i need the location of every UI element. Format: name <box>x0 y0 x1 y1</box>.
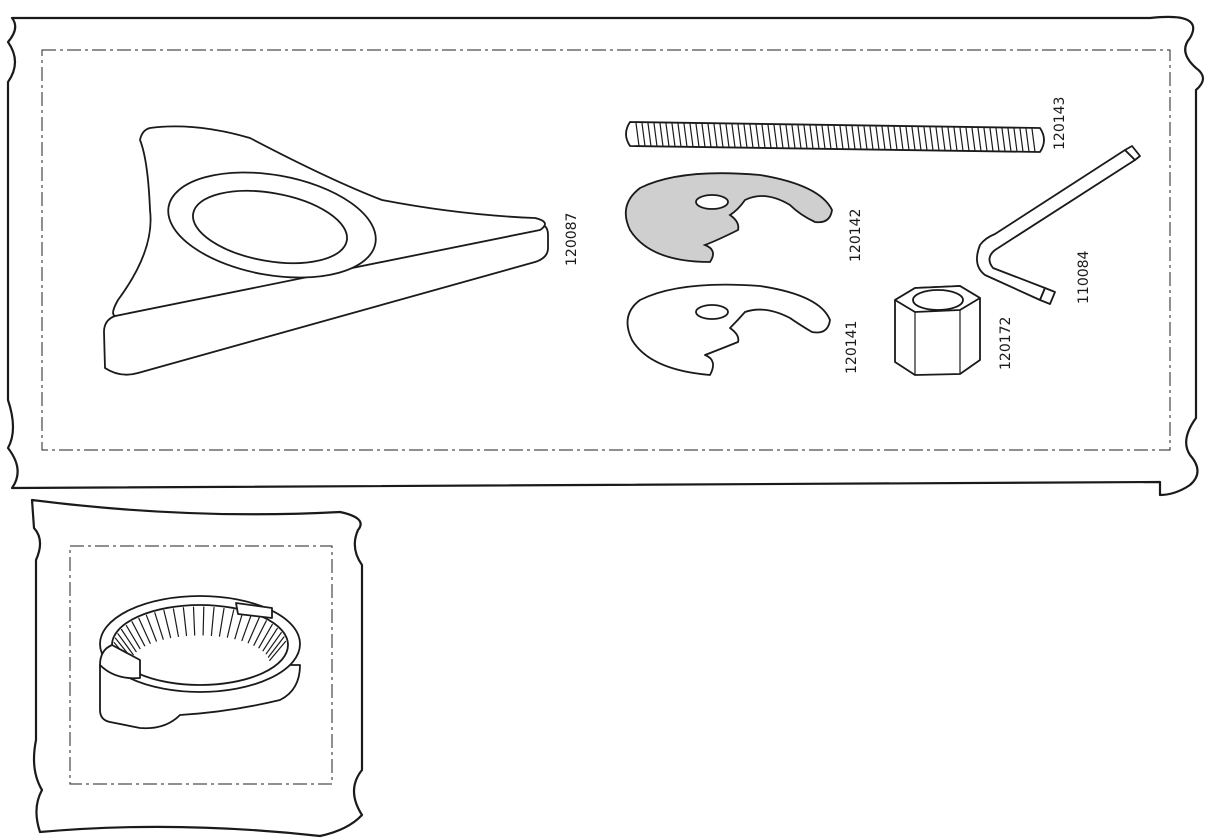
label-120141: 120141 <box>844 321 860 374</box>
bag-1-seal-line <box>41 49 1171 451</box>
hex-nut <box>894 285 981 376</box>
hex-key <box>976 145 1141 305</box>
threaded-rod <box>625 121 1045 153</box>
label-110084: 110084 <box>1076 250 1092 304</box>
label-120172: 120172 <box>998 317 1014 370</box>
bag-2-seal-line <box>69 545 333 785</box>
c-clip-shaded <box>624 172 833 263</box>
label-120087: 120087 <box>564 213 580 266</box>
label-120143: 120143 <box>1052 97 1068 150</box>
splined-ring <box>99 595 301 730</box>
triangular-base-plate <box>103 125 549 376</box>
label-120142: 120142 <box>848 209 864 262</box>
c-clip <box>626 283 831 376</box>
